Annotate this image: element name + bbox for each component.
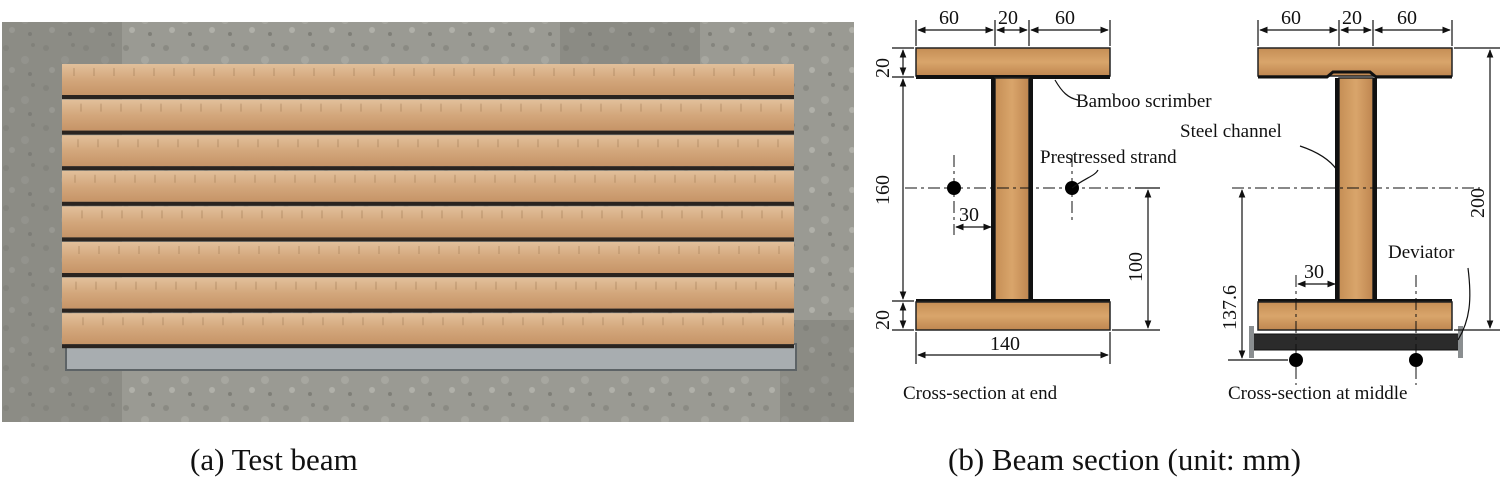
end-section-title: Cross-section at end: [903, 383, 1058, 404]
mid-strand-left: [1289, 353, 1303, 367]
leader-deviator: [1457, 267, 1471, 341]
plank-gap: [62, 344, 794, 349]
plank-gap: [62, 273, 794, 277]
bamboo-plank: [62, 242, 794, 273]
end-dim-flange-bottom: 20: [872, 310, 894, 330]
bamboo-plank: [62, 64, 794, 95]
label-prestressed-strand: Prestressed strand: [1040, 147, 1177, 168]
label-steel-channel: Steel channel: [1180, 121, 1282, 142]
end-dim-top-left: 60: [939, 7, 959, 29]
end-dim-web: 160: [872, 175, 894, 205]
bamboo-plank: [62, 170, 794, 202]
bamboo-plank: [62, 206, 794, 238]
deviator: [1251, 333, 1461, 351]
end-dim-flange-top: 20: [872, 58, 894, 78]
mid-dim-total-height: 200: [1467, 188, 1489, 218]
bamboo-plank: [62, 277, 794, 309]
label-deviator: Deviator: [1388, 242, 1455, 263]
plank-gap: [62, 166, 794, 171]
end-dim-top-mid: 20: [998, 7, 1018, 29]
middle-section-title: Cross-section at middle: [1228, 383, 1407, 404]
bamboo-plank: [62, 99, 794, 131]
bamboo-plank: [62, 313, 794, 345]
bamboo-plank: [62, 135, 794, 167]
deviator-side-left: [1249, 326, 1254, 358]
end-dim-top-right: 60: [1055, 7, 1075, 29]
end-strand-left: [947, 181, 961, 195]
leader-strand: [1071, 169, 1099, 189]
plank-gap: [62, 201, 794, 206]
mid-bottom-flange: [1257, 301, 1453, 331]
panel-b-caption: (b) Beam section (unit: mm): [948, 442, 1301, 477]
label-bamboo-scrimber: Bamboo scrimber: [1076, 91, 1212, 112]
plank-gap: [62, 237, 794, 242]
mid-dim-strand-height: 137.6: [1219, 285, 1241, 330]
leader-bamboo: [1054, 79, 1079, 101]
test-beam-photo: [2, 22, 854, 422]
mid-dim-top-mid: 20: [1342, 7, 1362, 29]
mid-dim-top-left: 60: [1281, 7, 1301, 29]
steel-channel-photo: [65, 343, 797, 371]
end-dim-strand-offset: 30: [959, 204, 979, 226]
mid-dim-top-right: 60: [1397, 7, 1417, 29]
mid-web: [1338, 77, 1374, 301]
middle-section-drawing: [1228, 20, 1500, 385]
end-bottom-flange: [915, 301, 1111, 331]
plank-gap: [62, 95, 794, 99]
end-section-drawing: [892, 20, 1160, 364]
panel-a-caption: (a) Test beam: [190, 442, 358, 477]
bamboo-planks: [62, 64, 794, 349]
end-dim-strand-height: 100: [1125, 252, 1147, 282]
end-dim-width: 140: [990, 333, 1020, 355]
plank-gap: [62, 130, 794, 135]
end-web: [994, 77, 1030, 301]
mid-dim-strand-offset: 30: [1304, 261, 1324, 283]
deviator-side-right: [1458, 326, 1463, 358]
plank-gap: [62, 308, 794, 313]
mid-top-flange-steel: [1258, 70, 1452, 79]
end-top-flange: [915, 47, 1111, 77]
leader-steel-channel: [1299, 145, 1338, 171]
mid-strand-right: [1409, 353, 1423, 367]
